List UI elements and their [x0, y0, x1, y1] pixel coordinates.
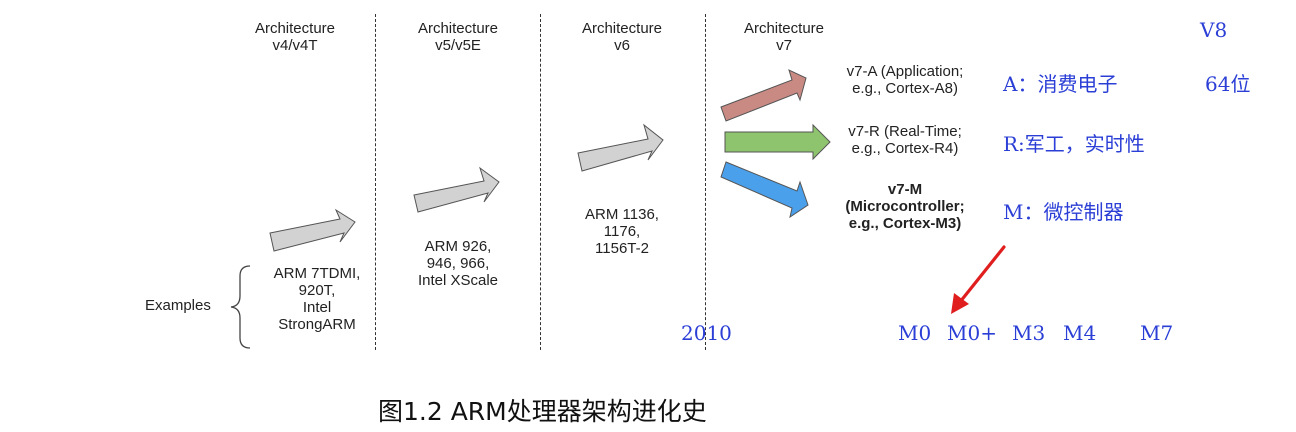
- examples-label: Examples: [145, 297, 211, 314]
- core-m7: M7: [1140, 321, 1174, 345]
- a-profile-note: A：消费电子: [1003, 72, 1118, 96]
- profile-v7-r: v7-R (Real-Time;e.g., Cortex-R4): [848, 123, 962, 157]
- figure-caption: 图1.2 ARM处理器架构进化史: [378, 397, 707, 426]
- r-profile-note: R:军工，实时性: [1003, 132, 1145, 156]
- year-note: 2010: [681, 321, 732, 345]
- red-pointer-arrow: [951, 245, 1006, 314]
- arrow-v7-r: [724, 123, 831, 161]
- profile-v7-m: v7-M(Microcontroller; e.g., Cortex-M3): [845, 181, 965, 232]
- arrow-v4: [269, 208, 356, 252]
- core-m4: M4: [1063, 321, 1097, 345]
- profile-v7-a: v7-A (Application;e.g., Cortex-A8): [846, 63, 964, 97]
- core-m0plus: M0+: [947, 321, 997, 345]
- core-m3: M3: [1012, 321, 1046, 345]
- examples-brace: [230, 265, 251, 349]
- divider-3: [705, 14, 706, 350]
- divider-1: [375, 14, 376, 350]
- bits-note: 64位: [1205, 72, 1251, 96]
- examples-v6: ARM 1136,1176, 1156T-2: [585, 206, 659, 257]
- examples-v5: ARM 926,946, 966, Intel XScale: [417, 238, 499, 289]
- v8-note: V8: [1200, 18, 1228, 42]
- arrow-v5: [413, 166, 500, 213]
- arrow-v7-a: [720, 69, 807, 122]
- arrow-v7-m: [720, 161, 809, 219]
- m-profile-note: M：微控制器: [1003, 200, 1124, 224]
- arrow-v6: [577, 123, 664, 172]
- core-m0: M0: [898, 321, 932, 345]
- divider-2: [540, 14, 541, 350]
